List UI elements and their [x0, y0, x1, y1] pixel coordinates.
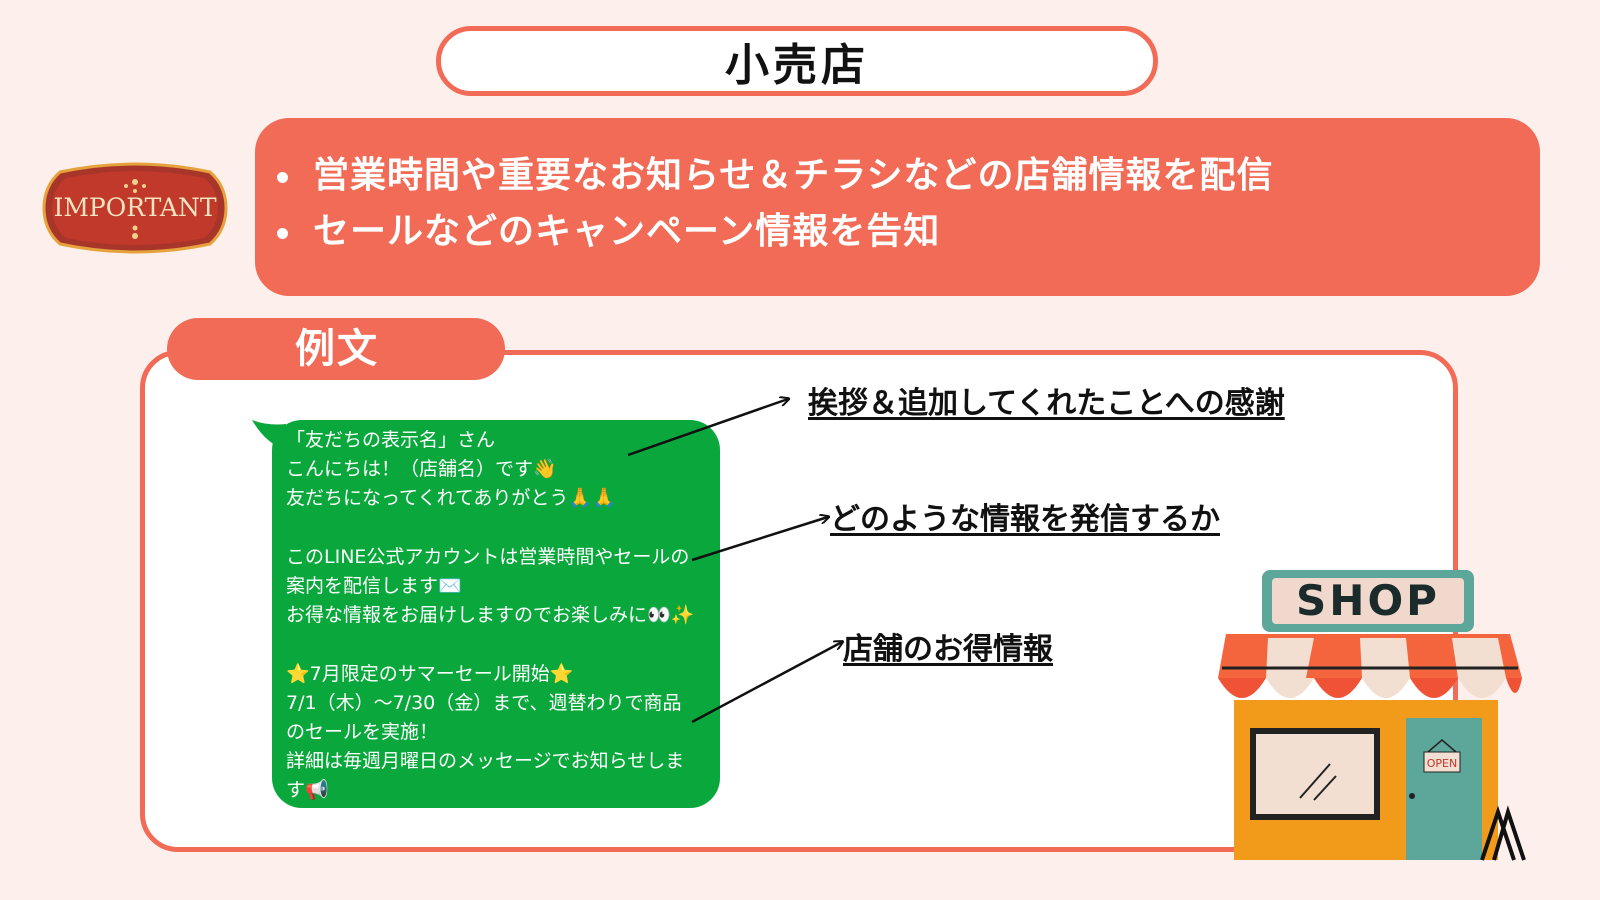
- key-point-item: 営業時間や重要なお知らせ＆チラシなどの店舗情報を配信: [277, 148, 1540, 204]
- message-bubble: 「友だちの表示名」さん こんにちは！（店舗名）です👋 友だちになってくれてありが…: [272, 420, 720, 808]
- shop-storefront-icon: SHOP OPEN: [1218, 570, 1526, 861]
- message-line: ⭐7月限定のサマーセール開始⭐: [286, 662, 574, 685]
- message-line: お得な情報をお届けしますのでお楽しみに👀✨: [286, 604, 695, 627]
- callout-info-type: どのような情報を発信するか: [830, 502, 1220, 537]
- key-points-box: 営業時間や重要なお知らせ＆チラシなどの店舗情報を配信 セールなどのキャンペーン情…: [255, 118, 1540, 296]
- badge-text: IMPORTANT: [53, 193, 216, 222]
- message-line: 「友だちの表示名」さん: [286, 429, 496, 451]
- page-title: 小売店: [436, 26, 1158, 96]
- message-line: 詳細は毎週月曜日のメッセージでお知らせしま: [286, 750, 685, 773]
- message-line: のセールを実施！: [286, 720, 439, 743]
- message-line: こんにちは！（店舗名）です👋: [286, 458, 557, 481]
- shop-sign-text: SHOP: [1296, 576, 1440, 625]
- key-point-item: セールなどのキャンペーン情報を告知: [277, 204, 1540, 260]
- callout-greeting: 挨拶＆追加してくれたことへの感謝: [808, 386, 1285, 421]
- message-line: 友だちになってくれてありがとう🙏🙏: [286, 487, 616, 510]
- message-line: [286, 514, 712, 543]
- message-line: 7/1（木）～7/30（金）まで、週替わりで商品: [286, 691, 682, 714]
- message-line: [286, 630, 712, 659]
- callout-deals: 店舗のお得情報: [843, 632, 1053, 667]
- open-sign-text: OPEN: [1427, 757, 1457, 770]
- important-badge-icon: IMPORTANT: [42, 162, 228, 254]
- example-tab-label: 例文: [167, 318, 505, 380]
- message-line: 案内を配信します✉️: [286, 574, 462, 597]
- message-line: このLINE公式アカウントは営業時間やセールの: [286, 545, 690, 568]
- message-line: す📢: [286, 779, 329, 802]
